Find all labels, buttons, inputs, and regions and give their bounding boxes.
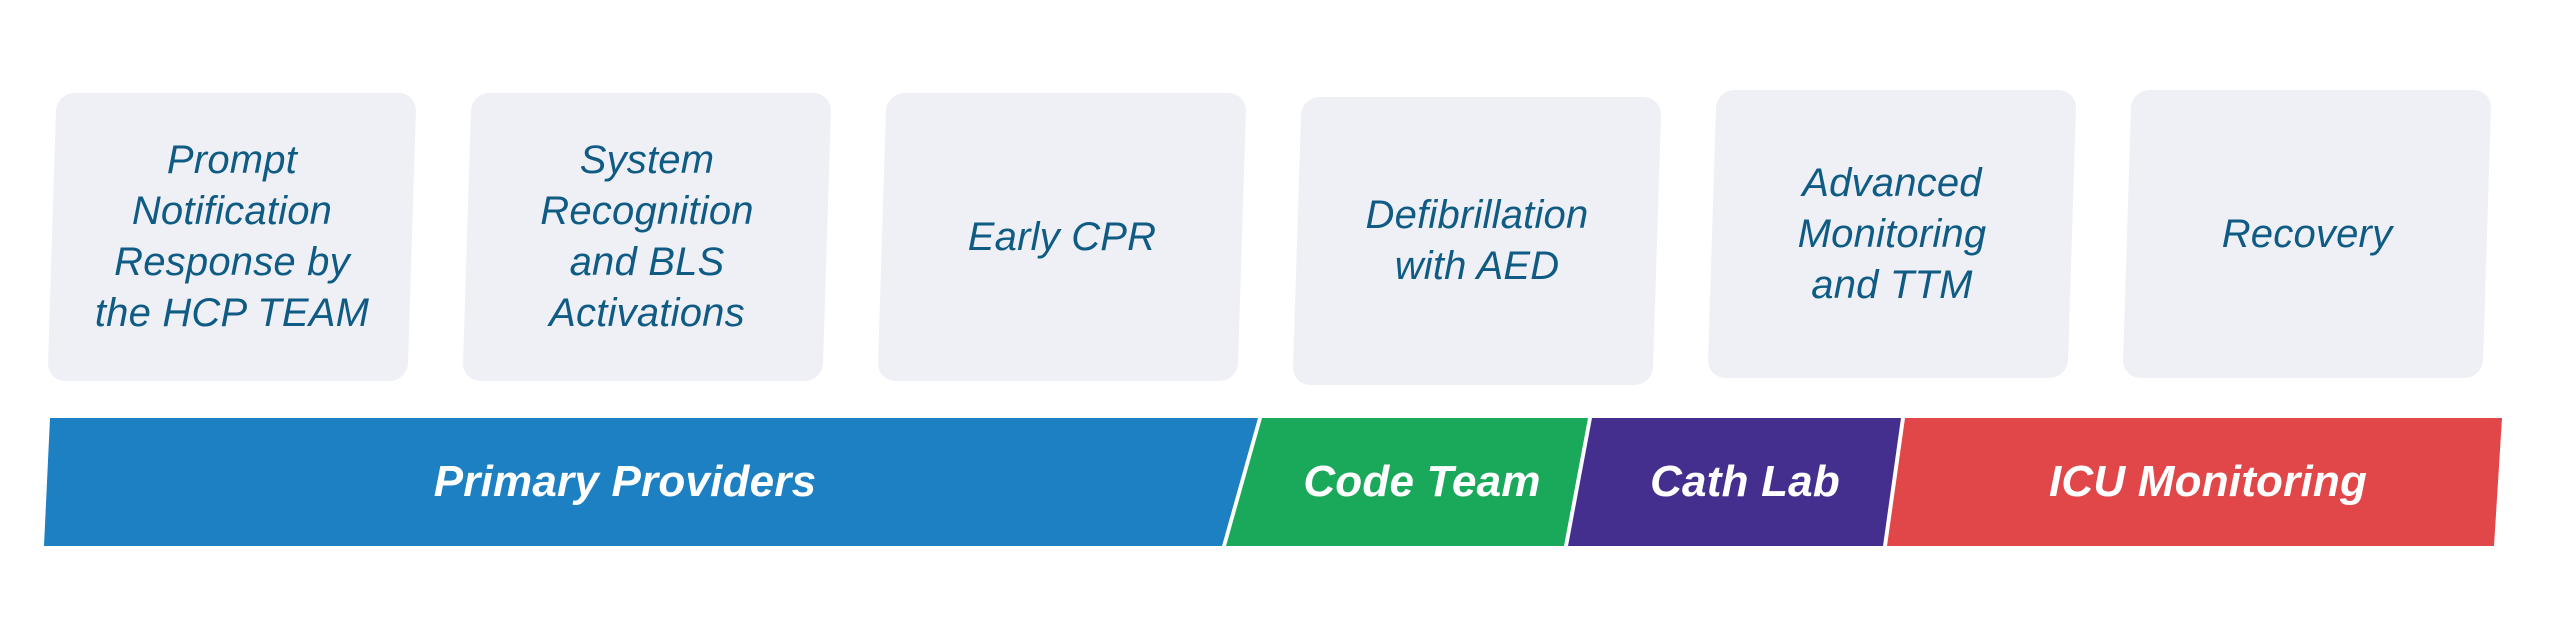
step-label: System Recognition and BLS Activations bbox=[540, 138, 754, 335]
step-card-early-cpr: Early CPR bbox=[877, 93, 1247, 381]
step-label: Advanced Monitoring and TTM bbox=[1797, 160, 1987, 307]
phase-label-code-team: Code Team bbox=[1303, 457, 1541, 506]
phase-code-team-shape bbox=[1226, 418, 1588, 546]
phase-primary-providers-shape bbox=[44, 418, 1258, 546]
phase-label-cath-lab: Cath Lab bbox=[1650, 457, 1840, 506]
phase-label-icu-monitoring: ICU Monitoring bbox=[2048, 457, 2368, 506]
phase-label-primary-providers: Primary Providers bbox=[433, 457, 817, 506]
step-label: Recovery bbox=[2221, 211, 2393, 256]
step-card-system-recognition: System Recognition and BLS Activations bbox=[462, 93, 832, 381]
step-label: Defibrillation with AED bbox=[1365, 193, 1589, 288]
step-card-advanced-monitoring: Advanced Monitoring and TTM bbox=[1707, 90, 2077, 378]
step-label: Early CPR bbox=[967, 214, 1157, 259]
phase-icu-monitoring-shape bbox=[1887, 418, 2502, 546]
step-label: Prompt Notification Response by the HCP … bbox=[94, 138, 370, 335]
phase-cath-lab-shape bbox=[1568, 418, 1901, 546]
step-card-prompt-notification: Prompt Notification Response by the HCP … bbox=[47, 93, 417, 381]
step-card-defibrillation: Defibrillation with AED bbox=[1292, 97, 1662, 385]
step-card-recovery: Recovery bbox=[2122, 90, 2492, 378]
